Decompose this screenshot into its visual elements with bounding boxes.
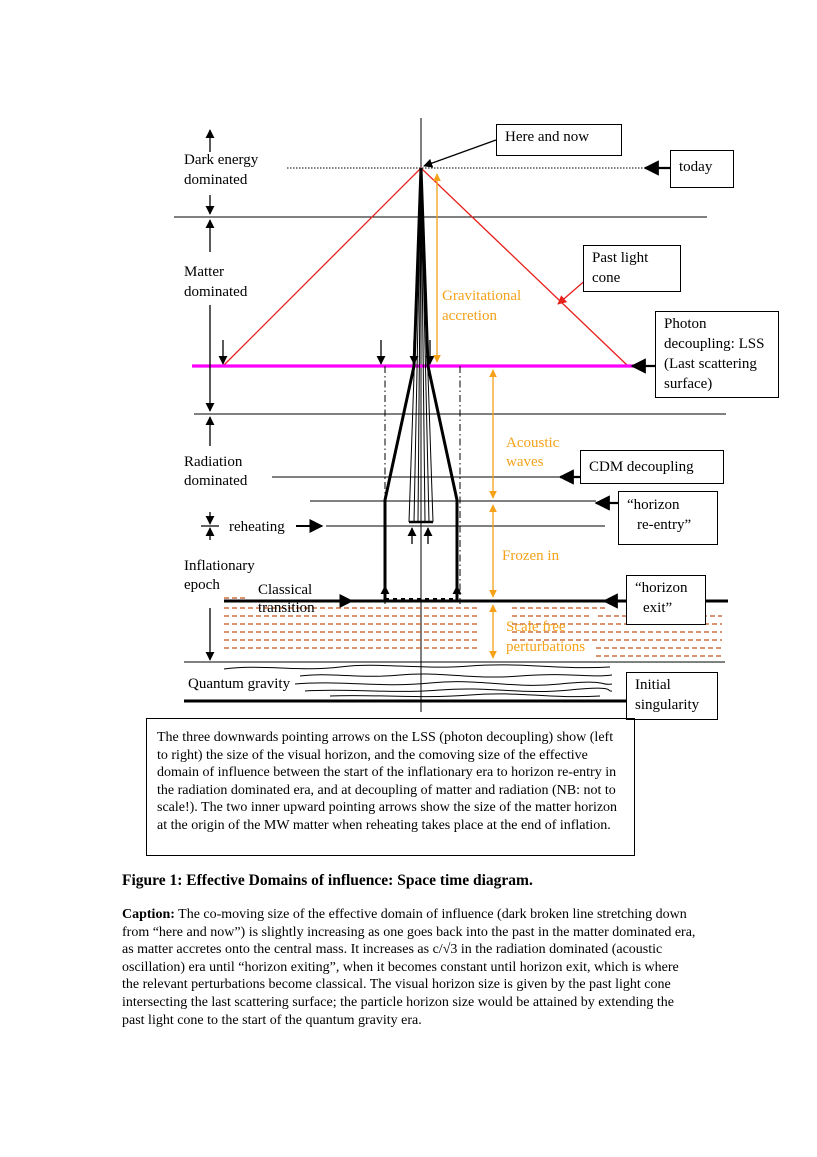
horizon-reentry-box: “horizon re-entry” <box>618 491 718 545</box>
era-dark-energy-2: dominated <box>184 172 248 188</box>
acoustic-waves-2: waves <box>506 454 544 470</box>
domain-fan-1 <box>408 167 422 523</box>
diagram-note-text: The three downwards pointing arrows on t… <box>157 730 618 833</box>
cdm-decoupling-label: CDM decoupling <box>589 459 694 475</box>
era-radiation-1: Radiation <box>184 454 243 470</box>
horizon-exit-line2: exit” <box>643 600 673 616</box>
photon-decoupling-line3: (Last scattering <box>664 356 757 372</box>
horizon-exit-line1: “horizon <box>635 580 688 596</box>
era-matter-2: dominated <box>184 284 248 300</box>
domain-fan-4 <box>420 167 426 523</box>
horizon-reentry-line1: “horizon <box>627 497 680 513</box>
acoustic-waves-1: Acoustic <box>506 435 560 451</box>
photon-decoupling-line4: surface) <box>664 376 713 392</box>
here-now-pointer <box>423 139 497 168</box>
quantum-gravity-squiggles <box>223 664 613 698</box>
era-matter-1: Matter <box>184 264 224 280</box>
era-dark-energy-1: Dark energy <box>184 152 259 168</box>
initial-singularity-line2: singularity <box>635 697 700 713</box>
classical-transition-1: Classical <box>258 582 312 598</box>
domain-fan-3 <box>417 167 422 523</box>
past-light-cone-line1: Past light <box>592 250 649 266</box>
initial-singularity-line1: Initial <box>635 677 671 693</box>
today-label: today <box>679 159 713 175</box>
today-box: today <box>670 150 734 188</box>
spacetime-diagram: Dark energy dominated Matter dominated R… <box>174 118 728 712</box>
domain-fan-2 <box>413 167 422 523</box>
horizon-reentry-line2: re-entry” <box>637 517 692 533</box>
initial-singularity-box: Initial singularity <box>626 672 718 720</box>
caption-text: The co-moving size of the effective doma… <box>122 907 696 1028</box>
figure-caption: Caption: The co-moving size of the effec… <box>122 906 697 1029</box>
era-quantum-gravity: Quantum gravity <box>188 676 291 692</box>
era-radiation-2: dominated <box>184 473 248 489</box>
frozen-in: Frozen in <box>502 548 560 564</box>
photon-decoupling-box: Photon decoupling: LSS (Last scattering … <box>655 311 779 398</box>
horizon-exit-box: “horizon exit” <box>626 575 706 625</box>
here-and-now-box: Here and now <box>496 124 622 156</box>
era-inflationary-2: epoch <box>184 577 220 593</box>
photon-decoupling-line2: decoupling: LSS <box>664 336 765 352</box>
here-and-now-label: Here and now <box>505 129 590 145</box>
photon-decoupling-line1: Photon <box>664 316 707 332</box>
era-reheating: reheating <box>229 519 285 535</box>
gravitational-accretion-2: accretion <box>442 308 497 324</box>
diagram-note: The three downwards pointing arrows on t… <box>146 718 635 856</box>
era-inflationary-1: Inflationary <box>184 558 255 574</box>
perturbation-dashes <box>224 597 722 657</box>
domain-fan-6 <box>420 167 434 523</box>
cdm-decoupling-box: CDM decoupling <box>580 450 724 484</box>
figure-title: Figure 1: Effective Domains of influence… <box>122 872 533 889</box>
caption-label: Caption: <box>122 907 175 922</box>
past-light-cone-box: Past light cone <box>583 245 681 292</box>
gravitational-accretion-1: Gravitational <box>442 288 521 304</box>
domain-fan-5 <box>420 167 430 523</box>
scale-free-1: Scale free <box>506 619 566 635</box>
classical-transition-2: transition <box>258 600 315 616</box>
scale-free-2: perturbations <box>506 639 585 655</box>
past-light-cone-line2: cone <box>592 270 621 286</box>
